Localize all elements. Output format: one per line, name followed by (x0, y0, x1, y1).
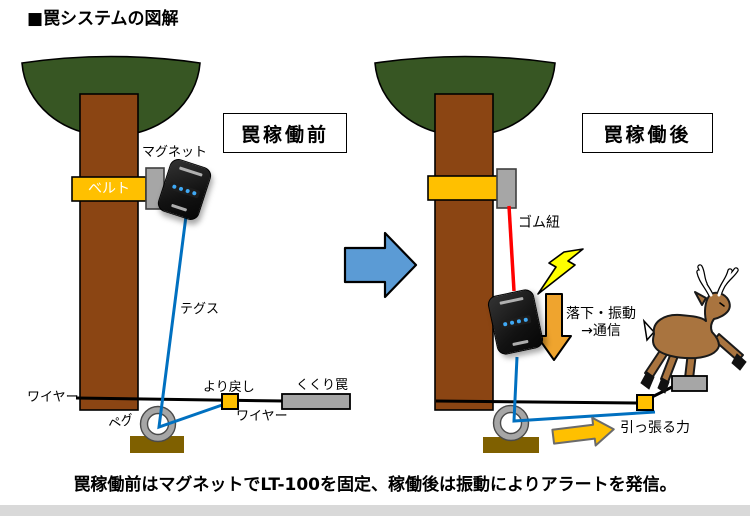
deer-ear (694, 291, 707, 306)
leg-snare-tube (671, 375, 708, 392)
caption-text: 罠稼働前はマグネットでLT-100を固定、稼働後は振動によりアラートを発信。 (73, 475, 677, 495)
left-wire-line (75, 396, 285, 403)
deer-tail (642, 318, 656, 342)
wire-label-mid: ワイヤー (236, 409, 288, 424)
left-peg-block (130, 436, 184, 453)
device-logo-mark (178, 166, 203, 177)
belt-label: ベルト (88, 181, 130, 197)
led-indicator-icons (168, 180, 201, 199)
pull-force-arrow-icon (551, 416, 615, 447)
fall-vibration-arrow-icon (536, 293, 572, 361)
left-tree-trunk (79, 93, 139, 411)
left-snare-tube (281, 393, 351, 410)
rubber-cord-label: ゴム紐 (518, 215, 560, 231)
left-tegusu-line (157, 215, 226, 430)
snare-label: くくり罠 (296, 378, 349, 393)
right-peg-ring (492, 404, 530, 442)
swivel-label: より戻し (203, 380, 255, 395)
bottom-edge-bar (0, 505, 750, 516)
state-box-after: 罠稼働後 (582, 113, 713, 153)
device-brand-mark (170, 203, 187, 212)
state-box-after-label: 罠稼働後 (603, 123, 692, 146)
state-box-before: 罠稼働前 (223, 113, 347, 153)
right-swivel (636, 394, 654, 411)
deer-eye (719, 302, 725, 307)
led-indicator-icons (499, 314, 532, 330)
fall-vibration-label-line1: 落下・振動 (566, 306, 636, 322)
right-magnet (496, 168, 517, 209)
wire-label-left: ワイヤー (27, 390, 79, 405)
state-box-before-label: 罠稼働前 (240, 123, 329, 146)
pull-force-label: 引っ張る力 (620, 420, 690, 436)
deer-body (652, 291, 731, 360)
tegusu-line-label: テグス (180, 302, 220, 317)
device-brand-mark (511, 339, 529, 347)
transition-arrow-icon (343, 231, 418, 299)
device-logo-mark (498, 297, 524, 305)
deer-illustration (640, 264, 747, 394)
fall-vibration-label: 落下・振動 →通信 (561, 306, 641, 340)
right-tree-trunk (434, 93, 494, 411)
fall-vibration-label-line2: →通信 (581, 323, 621, 339)
left-swivel (221, 393, 239, 410)
rubber-cord-line (507, 205, 516, 292)
right-belt (427, 175, 499, 201)
deer-front-leg-extended (713, 333, 744, 362)
page-title: ■罠システムの図解 (27, 9, 179, 29)
lightning-icon (537, 248, 584, 295)
right-peg-block (483, 437, 539, 453)
right-tegusu-line (512, 356, 656, 423)
magnet-label: マグネット (142, 145, 208, 160)
